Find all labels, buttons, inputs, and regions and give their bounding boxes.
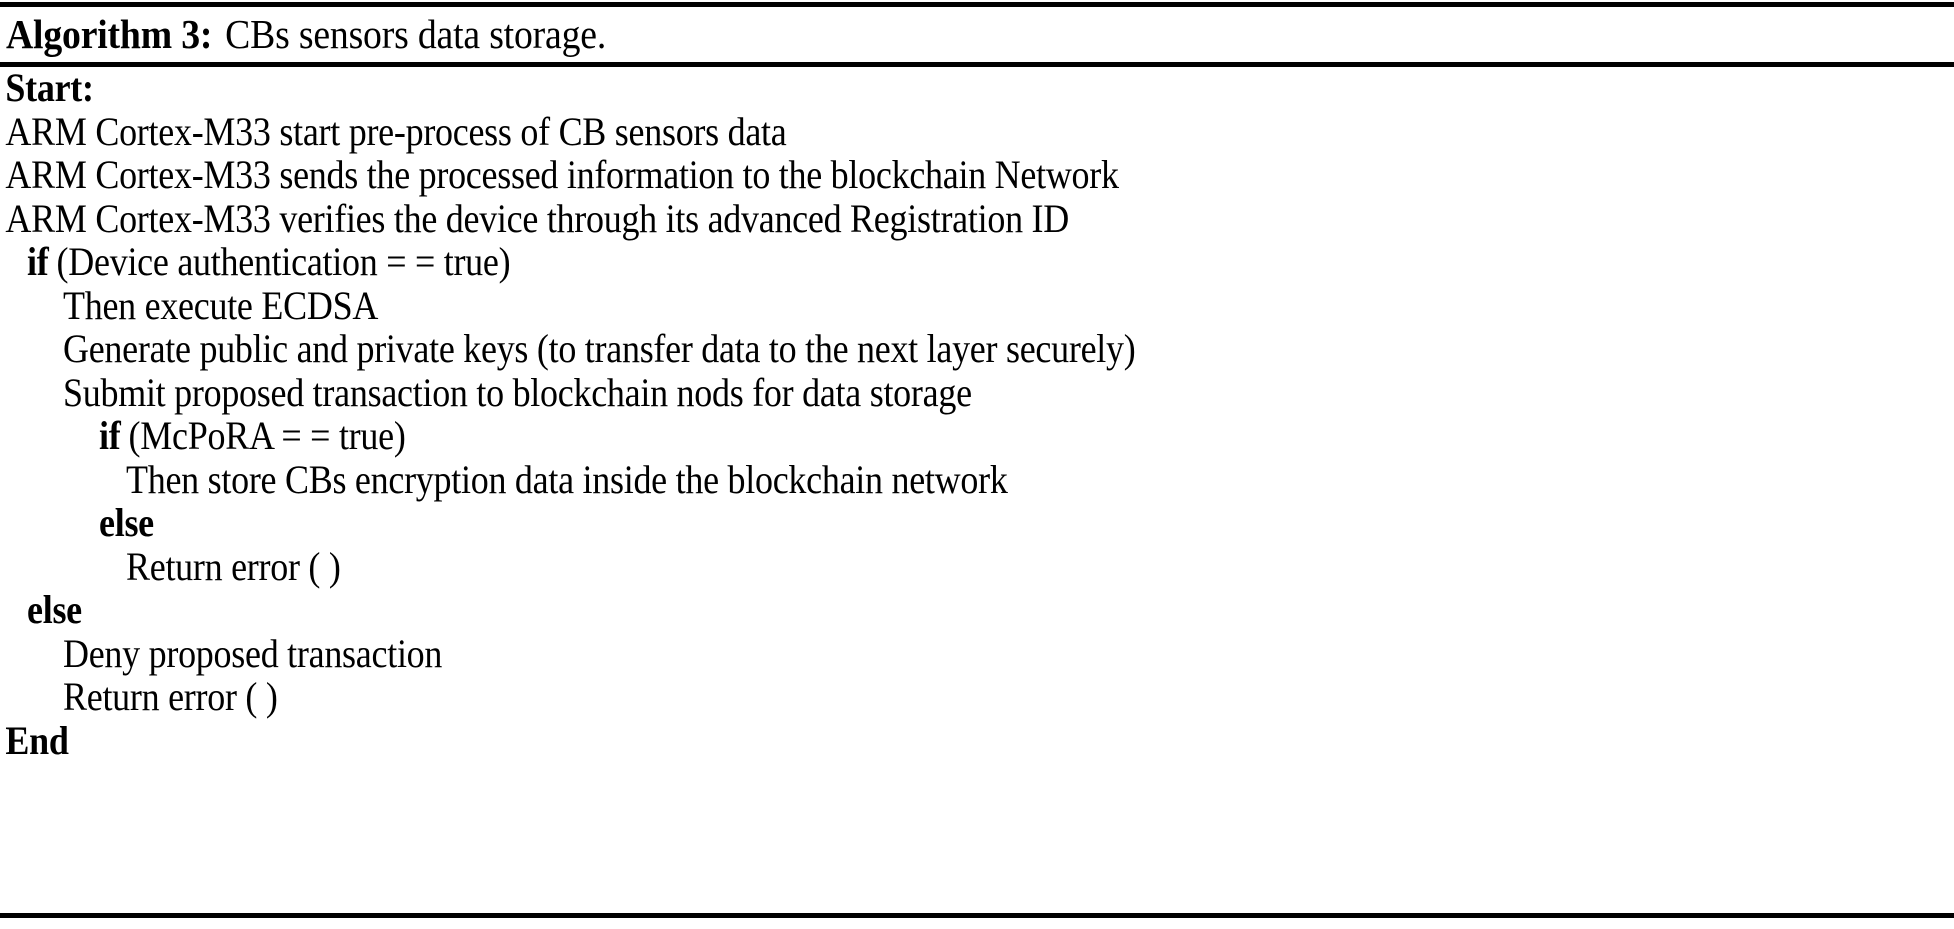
algorithm-header: Algorithm 3: CBs sensors data storage. bbox=[6, 8, 606, 60]
code-line: Return error ( ) bbox=[0, 543, 1759, 589]
code-line: Submit proposed transaction to blockchai… bbox=[0, 369, 1759, 415]
code-text: (McPoRA = = true) bbox=[128, 413, 406, 458]
header-rule bbox=[0, 62, 1954, 67]
code-text: Return error ( ) bbox=[63, 674, 278, 719]
code-text: ARM Cortex-M33 verifies the device throu… bbox=[5, 195, 1069, 241]
code-line: ARM Cortex-M33 start pre-process of CB s… bbox=[0, 108, 1759, 154]
code-keyword: else bbox=[99, 500, 154, 545]
top-rule bbox=[0, 2, 1954, 7]
code-line: Deny proposed transaction bbox=[0, 630, 1759, 676]
code-line: else bbox=[0, 501, 1759, 545]
code-text: Then execute ECDSA bbox=[63, 282, 379, 328]
algorithm-body: Start:ARM Cortex-M33 start pre-process o… bbox=[0, 66, 1954, 762]
algorithm-label: Algorithm 3: bbox=[6, 11, 213, 57]
code-line: Generate public and private keys (to tra… bbox=[0, 327, 1759, 371]
code-line: ARM Cortex-M33 sends the processed infor… bbox=[0, 153, 1759, 197]
code-text: Deny proposed transaction bbox=[63, 630, 443, 676]
code-line: Then execute ECDSA bbox=[0, 282, 1759, 328]
code-keyword: End bbox=[5, 717, 69, 763]
code-keyword: else bbox=[27, 587, 82, 632]
code-keyword: if bbox=[27, 239, 49, 284]
code-text: ARM Cortex-M33 sends the processed infor… bbox=[5, 152, 1119, 197]
code-line: Start: bbox=[0, 66, 1759, 110]
code-keyword: if bbox=[99, 413, 121, 458]
code-line: else bbox=[0, 588, 1759, 632]
code-line: End bbox=[0, 717, 1759, 763]
algorithm-title: CBs sensors data storage. bbox=[225, 11, 607, 57]
code-line: if(Device authentication = = true) bbox=[0, 240, 1759, 284]
code-text: Return error ( ) bbox=[126, 543, 341, 589]
code-text: Then store CBs encryption data inside th… bbox=[126, 456, 1008, 502]
code-text: ARM Cortex-M33 start pre-process of CB s… bbox=[5, 108, 787, 154]
code-line: Return error ( ) bbox=[0, 675, 1759, 719]
code-text: (Device authentication = = true) bbox=[56, 239, 511, 284]
code-line: if(McPoRA = = true) bbox=[0, 414, 1759, 458]
code-line: Then store CBs encryption data inside th… bbox=[0, 456, 1759, 502]
code-keyword: Start: bbox=[5, 65, 94, 110]
bottom-rule bbox=[0, 913, 1954, 918]
code-text: Submit proposed transaction to blockchai… bbox=[63, 369, 972, 415]
code-line: ARM Cortex-M33 verifies the device throu… bbox=[0, 195, 1759, 241]
code-text: Generate public and private keys (to tra… bbox=[63, 326, 1136, 371]
